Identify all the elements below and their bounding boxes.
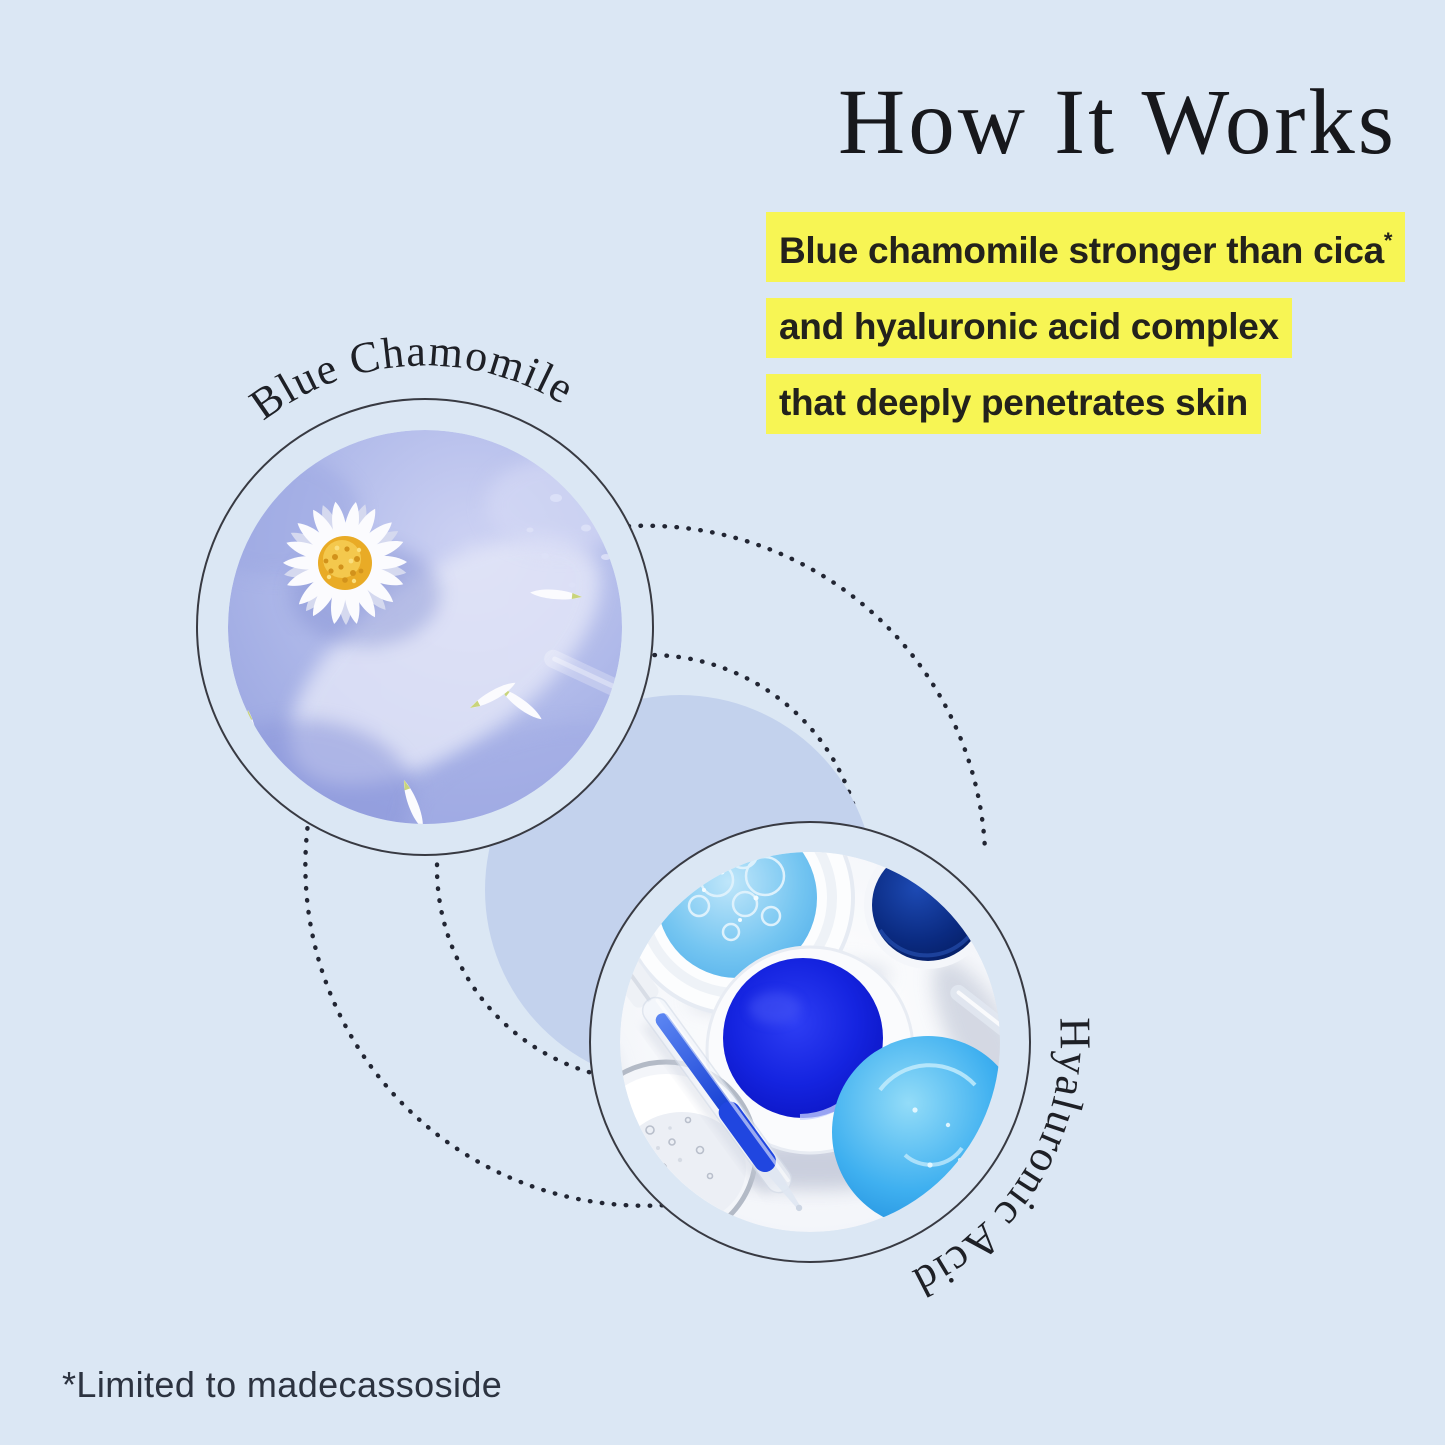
claim-line-2: and hyaluronic acid complex <box>766 298 1292 358</box>
glass-stick <box>950 984 1000 1046</box>
hyaluronic-photo <box>620 852 1000 1232</box>
claim-line-1: Blue chamomile stronger than cica* <box>766 212 1406 282</box>
ingredient-circle-chamomile <box>196 398 654 856</box>
footnote: *Limited to madecassoside <box>62 1364 503 1405</box>
claim-asterisk: * <box>1383 228 1393 253</box>
gel-droplets <box>526 494 611 588</box>
ingredient-circle-hyaluronic <box>589 821 1031 1263</box>
claims-block: Blue chamomile stronger than cica* and h… <box>766 212 1406 450</box>
daisy-flower-icon <box>282 500 408 626</box>
claim-line-3: that deeply penetrates skin <box>766 374 1261 434</box>
page-title: How It Works <box>838 71 1397 174</box>
